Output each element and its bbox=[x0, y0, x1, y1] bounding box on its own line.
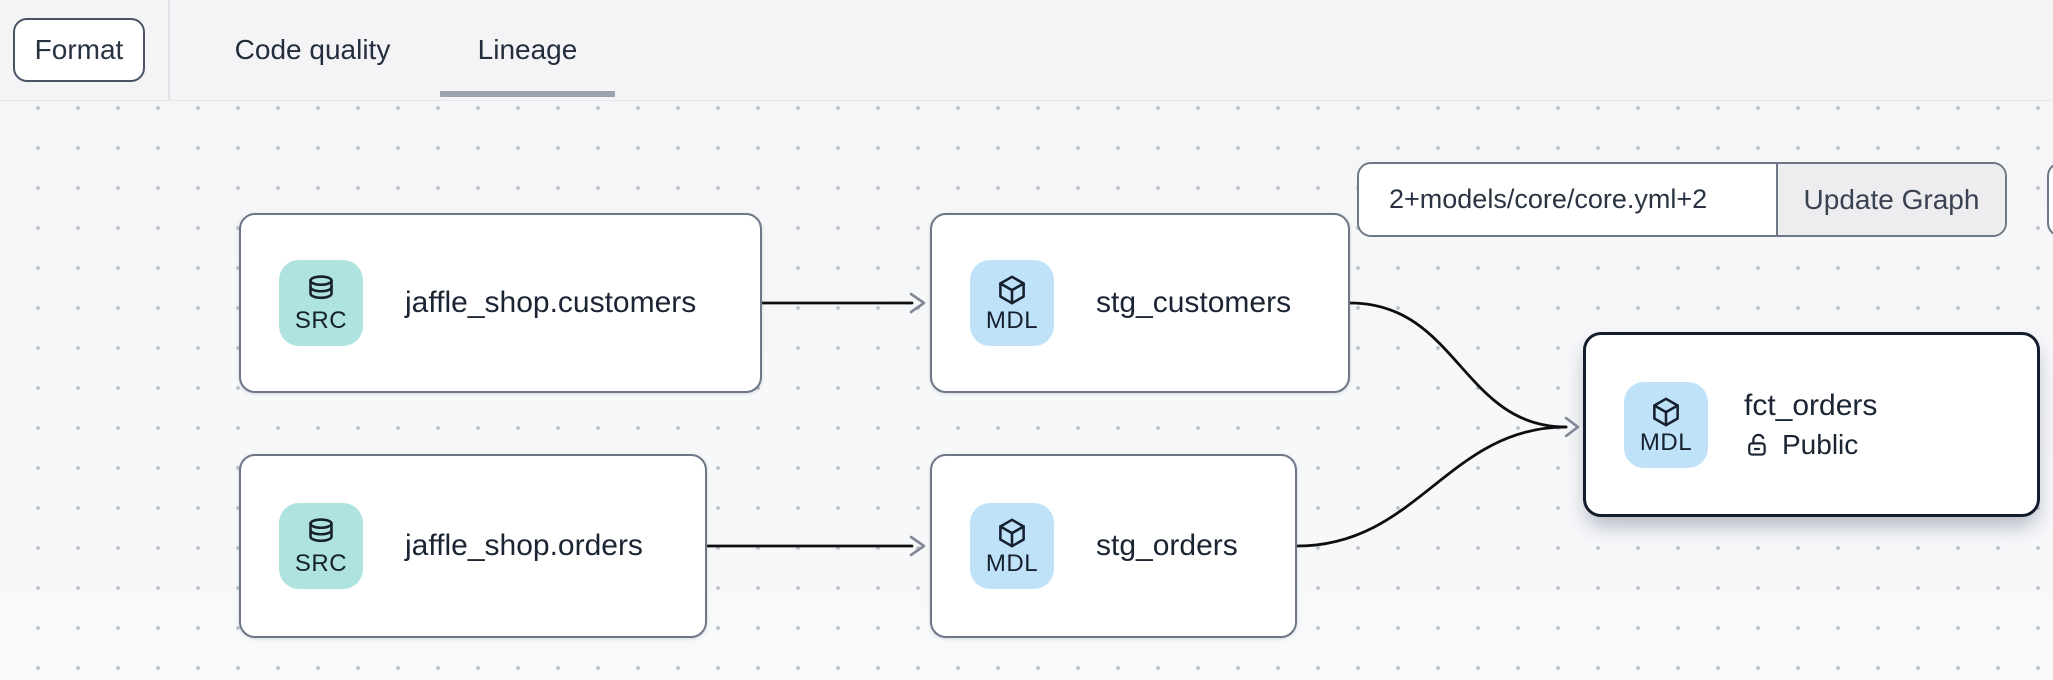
badge-type-label: MDL bbox=[985, 550, 1039, 577]
update-graph-button[interactable]: Update Graph bbox=[1776, 164, 2005, 235]
badge-type-label: MDL bbox=[1639, 428, 1693, 456]
node-title: fct_orders bbox=[1744, 388, 1878, 422]
tab-code-quality-label: Code quality bbox=[234, 33, 391, 65]
active-tab-underline bbox=[440, 91, 615, 97]
format-button[interactable]: Format bbox=[13, 18, 145, 82]
cube-icon bbox=[999, 518, 1025, 548]
cube-icon bbox=[999, 275, 1025, 305]
lineage-node-fct-orders-selected[interactable]: MDL fct_orders Public bbox=[1583, 332, 2040, 517]
lineage-node-stg-customers[interactable]: MDL stg_customers bbox=[930, 213, 1350, 393]
badge-type-label: SRC bbox=[294, 550, 348, 577]
model-badge: MDL bbox=[970, 260, 1054, 346]
lineage-selector-group: Update Graph bbox=[1357, 162, 2007, 237]
source-badge: SRC bbox=[279, 260, 363, 346]
lineage-node-jaffle-shop-customers[interactable]: SRC jaffle_shop.customers bbox=[239, 213, 762, 393]
node-title: jaffle_shop.orders bbox=[405, 529, 643, 562]
tab-lineage[interactable]: Lineage bbox=[440, 0, 615, 99]
node-title: stg_customers bbox=[1096, 286, 1292, 319]
tab-code-quality[interactable]: Code quality bbox=[205, 0, 420, 99]
model-badge: MDL bbox=[970, 503, 1054, 589]
database-icon bbox=[309, 275, 333, 300]
access-row: Public bbox=[1744, 429, 1877, 461]
toolbar-divider bbox=[168, 0, 170, 100]
lineage-node-jaffle-shop-orders[interactable]: SRC jaffle_shop.orders bbox=[239, 454, 707, 638]
top-toolbar: Format Code quality Lineage bbox=[0, 0, 2053, 101]
unlocked-padlock-icon bbox=[1748, 433, 1766, 456]
tab-lineage-label: Lineage bbox=[477, 33, 578, 65]
node-title: jaffle_shop.customers bbox=[405, 286, 697, 319]
database-icon bbox=[309, 518, 333, 543]
model-badge: MDL bbox=[1624, 381, 1708, 468]
access-label: Public bbox=[1782, 428, 1859, 460]
source-badge: SRC bbox=[279, 503, 363, 589]
cube-icon bbox=[1653, 397, 1679, 426]
badge-type-label: MDL bbox=[985, 307, 1039, 334]
node-title: stg_orders bbox=[1096, 529, 1238, 562]
badge-type-label: SRC bbox=[294, 307, 348, 334]
partial-offscreen-button[interactable] bbox=[2047, 162, 2053, 237]
lineage-selector-input[interactable] bbox=[1359, 164, 1776, 235]
lineage-node-stg-orders[interactable]: MDL stg_orders bbox=[930, 454, 1297, 638]
